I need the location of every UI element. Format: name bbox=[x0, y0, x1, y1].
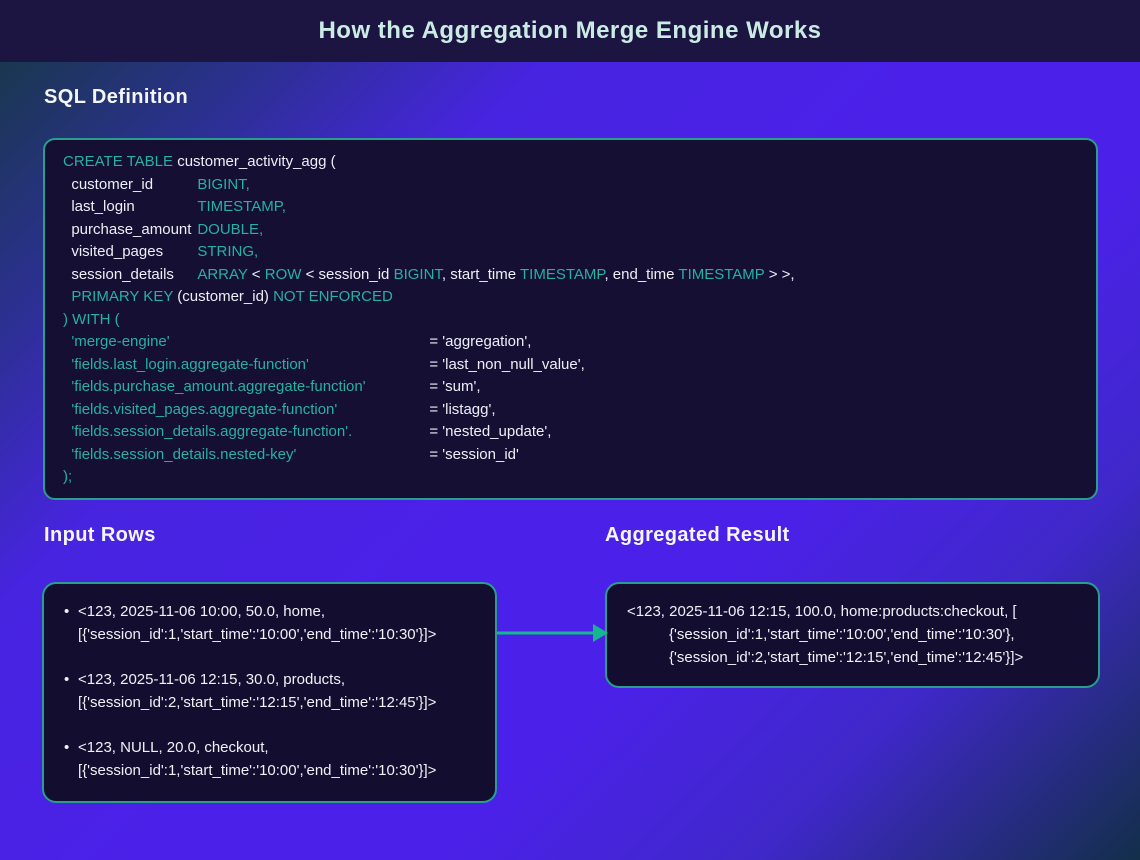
sql-definition-heading: SQL Definition bbox=[44, 86, 189, 108]
input-row-item: <123, NULL, 20.0, checkout,[{'session_id… bbox=[64, 736, 477, 782]
result-line: <123, 2025-11-06 12:15, 100.0, home:prod… bbox=[627, 603, 1017, 620]
input-rows-box: <123, 2025-11-06 10:00, 50.0, home,[{'se… bbox=[42, 582, 497, 803]
sql-code-box: CREATE TABLE customer_activity_agg ( cus… bbox=[43, 138, 1098, 500]
result-line: {'session_id':2,'start_time':'12:15','en… bbox=[669, 649, 1024, 666]
code-line: PRIMARY KEY (customer_id) NOT ENFORCED bbox=[71, 288, 393, 305]
input-row-item: <123, 2025-11-06 12:15, 30.0, products,[… bbox=[64, 668, 477, 714]
title-bar: How the Aggregation Merge Engine Works bbox=[0, 0, 1140, 62]
code-line: ); bbox=[63, 468, 73, 485]
code-line: 'fields.last_login.aggregate-function'= … bbox=[71, 355, 585, 373]
aggregated-result-heading: Aggregated Result bbox=[605, 524, 790, 546]
sql-code: CREATE TABLE customer_activity_agg ( cus… bbox=[63, 151, 1078, 489]
result-line: {'session_id':1,'start_time':'10:00','en… bbox=[669, 626, 1015, 643]
input-row-item: <123, 2025-11-06 10:00, 50.0, home,[{'se… bbox=[64, 600, 477, 646]
code-line: 'fields.visited_pages.aggregate-function… bbox=[71, 400, 496, 418]
code-line: ) WITH ( bbox=[63, 310, 120, 328]
code-line: 'fields.purchase_amount.aggregate-functi… bbox=[71, 378, 481, 395]
aggregated-result-box: <123, 2025-11-06 12:15, 100.0, home:prod… bbox=[605, 582, 1100, 688]
aggregated-result-content: <123, 2025-11-06 12:15, 100.0, home:prod… bbox=[627, 600, 1084, 669]
input-rows-heading: Input Rows bbox=[44, 524, 156, 546]
code-line: CREATE TABLE customer_activity_agg ( bbox=[63, 153, 336, 170]
code-line: 'merge-engine'= 'aggregation', bbox=[71, 333, 532, 350]
diagram-canvas: SQL Definition CREATE TABLE customer_act… bbox=[0, 62, 1140, 860]
code-line: 'fields.session_details.aggregate-functi… bbox=[71, 423, 552, 440]
input-rows-list: <123, 2025-11-06 10:00, 50.0, home,[{'se… bbox=[64, 600, 477, 782]
code-line: 'fields.session_details.nested-key'= 'se… bbox=[71, 445, 519, 463]
page-title: How the Aggregation Merge Engine Works bbox=[318, 17, 822, 44]
arrow-right-icon bbox=[497, 624, 608, 642]
